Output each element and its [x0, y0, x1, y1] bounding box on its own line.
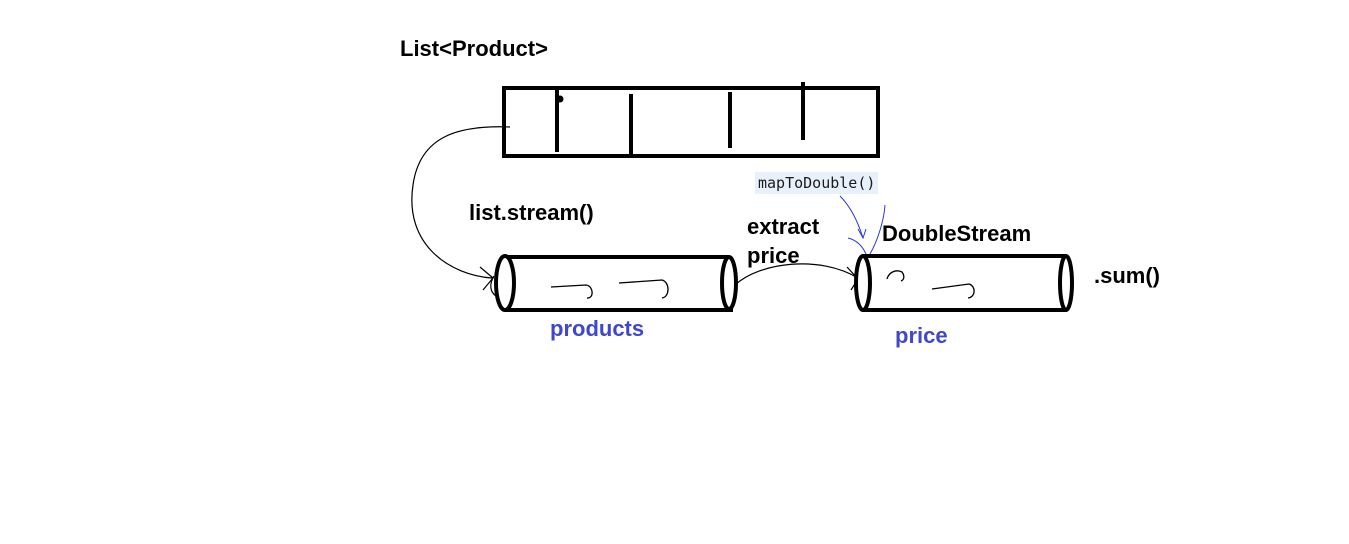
list-to-stream-arrow [411, 126, 511, 279]
price-pipe [854, 254, 1074, 312]
products-pipe [490, 254, 738, 312]
sum-call-label: .sum() [1094, 263, 1160, 288]
extract-price-label: extract price [747, 212, 819, 270]
list-dot [556, 95, 564, 103]
map-to-double-label: mapToDouble() [755, 172, 879, 194]
products-stream-label: products [550, 316, 645, 341]
extract-line-2: price [747, 243, 800, 268]
extract-price-arrow [734, 263, 859, 286]
price-stream-label: price [895, 323, 948, 348]
double-stream-label: DoubleStream [882, 221, 1032, 246]
map-pointer-tick [847, 237, 867, 255]
map-pointer-head [857, 228, 867, 240]
stream-call-label: list.stream() [469, 200, 594, 225]
map-pointer-line [839, 195, 864, 239]
map-bracket [869, 204, 886, 255]
list-type-label: List<Product> [400, 36, 548, 61]
list-box [502, 86, 880, 158]
extract-line-1: extract [747, 214, 820, 239]
